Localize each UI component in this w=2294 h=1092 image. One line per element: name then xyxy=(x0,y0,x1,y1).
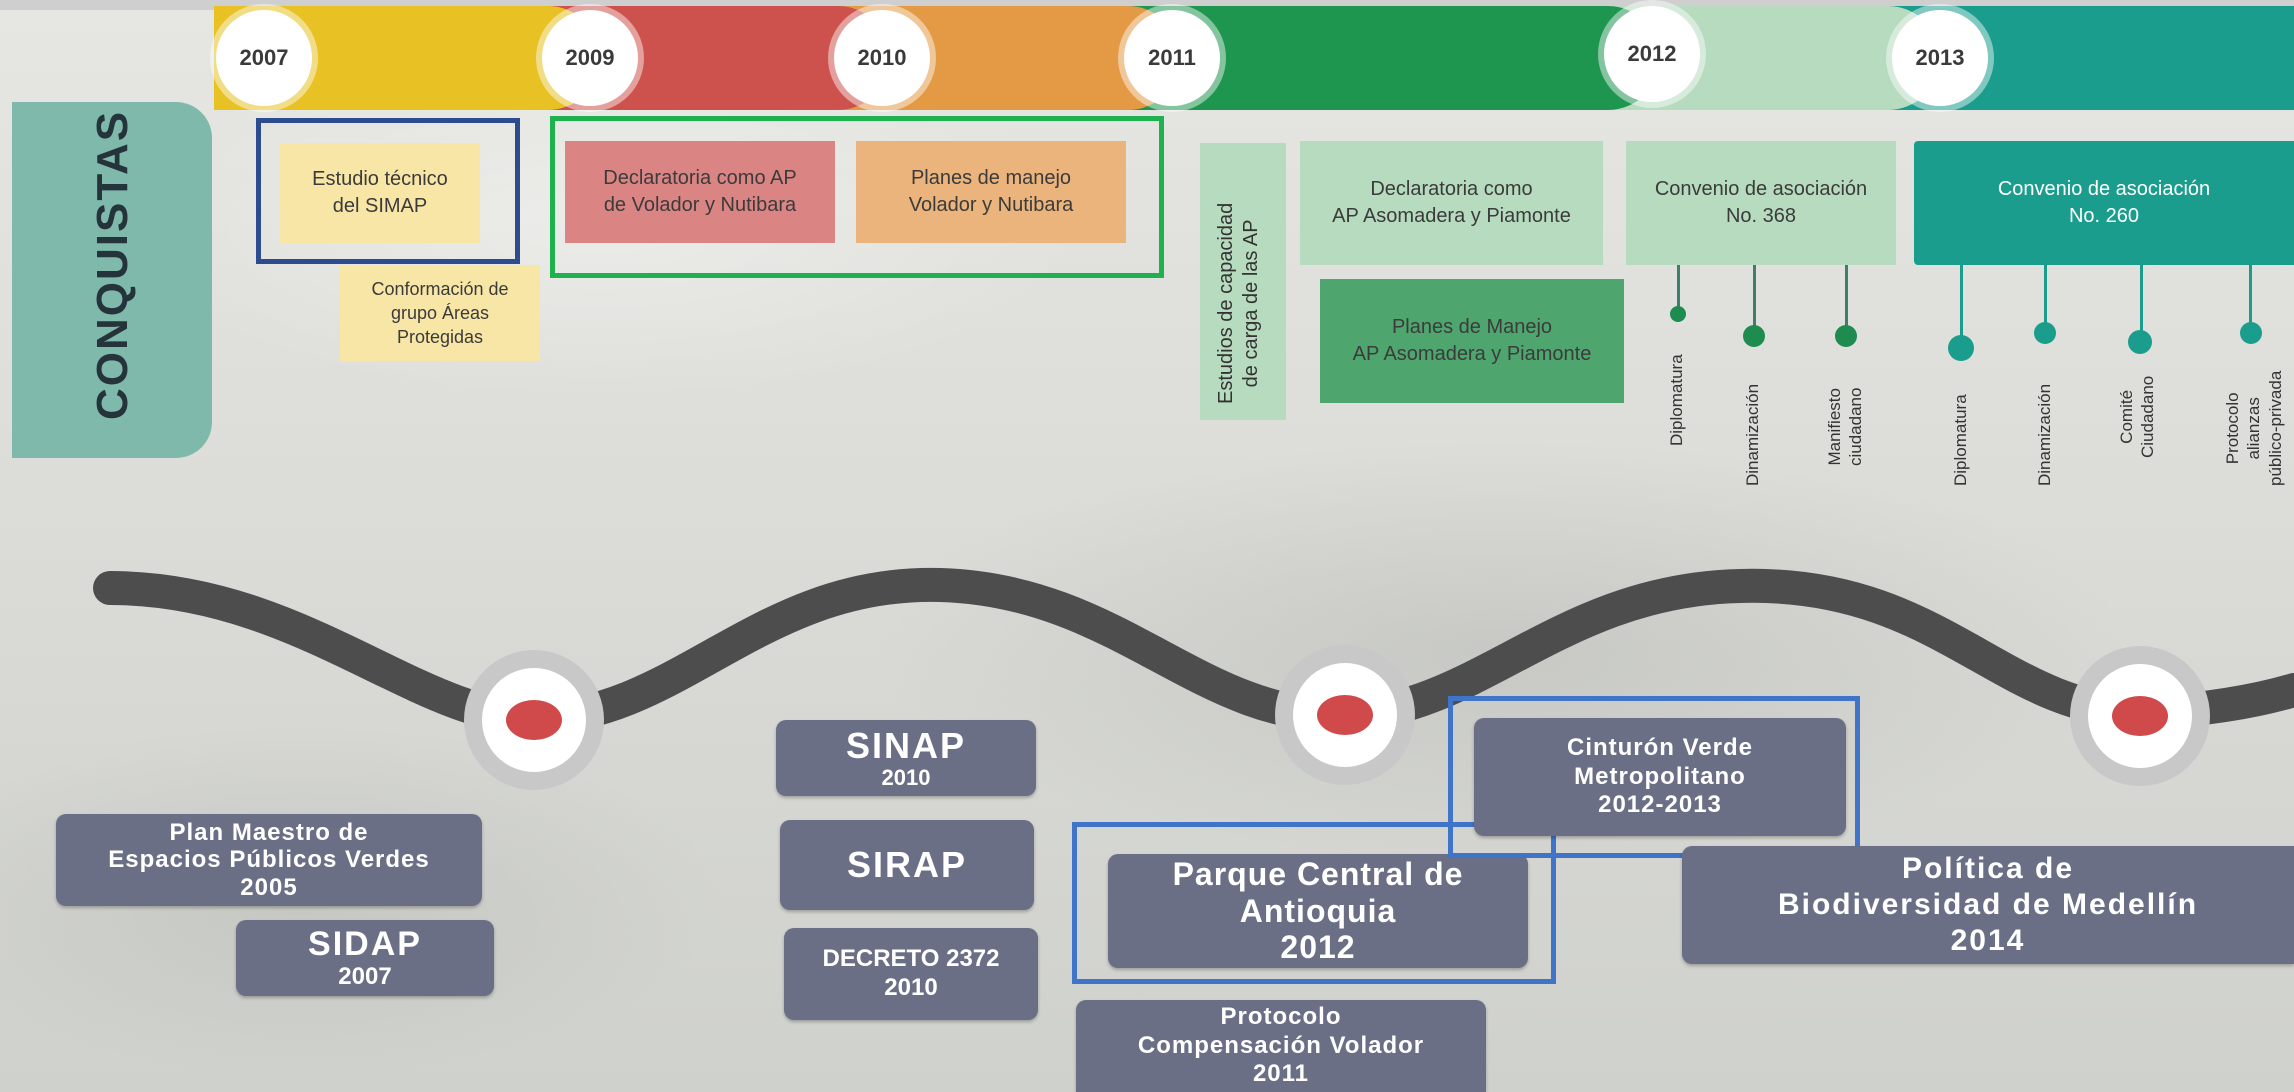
milestone-decreto: DECRETO 2372 2010 xyxy=(784,928,1038,1020)
year-2007: 2007 xyxy=(216,10,312,106)
milestone-sirap: SIRAP xyxy=(780,820,1034,910)
planes-asomadera-box: Planes de Manejo AP Asomadera y Piamonte xyxy=(1320,279,1624,403)
politica-year: 2014 xyxy=(1950,924,2026,957)
sidap-title: SIDAP xyxy=(308,925,422,964)
declaratoria-volador-box: Declaratoria como AP de Volador y Nutibar… xyxy=(565,141,835,243)
milestone-sinap: SINAP 2010 xyxy=(776,720,1036,796)
pin-line-2013-4 xyxy=(2249,265,2252,327)
estudio-line-2: del SIMAP xyxy=(332,195,428,217)
conquistas-tab xyxy=(12,102,212,458)
sinap-title: SINAP xyxy=(845,725,967,767)
pin-dot-2012-2 xyxy=(1743,325,1765,347)
convenio-368-line-2: No. 368 xyxy=(1725,205,1797,227)
conformacion-line-1: Conformación de xyxy=(371,278,509,299)
politica-line-2: Biodiversidad de Medellín xyxy=(1777,888,2199,921)
milestone-cinturon-verde: Cinturón Verde Metropolitano 2012-2013 xyxy=(1474,718,1846,836)
pin-dot-2012-3 xyxy=(1835,325,1857,347)
sidap-year: 2007 xyxy=(338,962,392,990)
pin-line-2012-2 xyxy=(1753,265,1756,331)
pin-dot-2013-4 xyxy=(2240,322,2262,344)
politica-line-1: Política de xyxy=(1901,852,2075,885)
road-marker-2 xyxy=(1275,645,1415,785)
plan-maestro-line-2: Espacios Públicos Verdes xyxy=(108,846,430,874)
planes-2010-line-1: Planes de manejo xyxy=(910,167,1072,189)
pin-dot-2013-1 xyxy=(1948,335,1974,361)
parque-line-1: Parque Central de xyxy=(1172,855,1464,892)
declaratoria-2011-line-1: Declaratoria como xyxy=(1370,178,1533,200)
road-marker-1 xyxy=(464,650,604,790)
pin-line-2013-3 xyxy=(2140,265,2143,335)
milestone-politica-biodiversidad: Política de Biodiversidad de Medellín 20… xyxy=(1682,846,2294,964)
pin-dot-2012-1 xyxy=(1670,306,1686,322)
sinap-year: 2010 xyxy=(881,764,931,790)
convenio-368-line-1: Convenio de asociación xyxy=(1654,178,1868,200)
pin-dot-2013-2 xyxy=(2034,322,2056,344)
cinturon-line-2: Metropolitano xyxy=(1574,762,1746,790)
protocolo-line-2: Compensación Volador xyxy=(1137,1031,1425,1059)
conformacion-line-3: Protegidas xyxy=(396,327,484,348)
protocolo-line-1: Protocolo xyxy=(1220,1002,1342,1030)
year-2009: 2009 xyxy=(542,10,638,106)
pin-line-2013-1 xyxy=(1960,265,1963,341)
conformacion-line-2: grupo Áreas xyxy=(390,302,490,323)
pin-line-2013-2 xyxy=(2044,265,2047,327)
planes-2011-line-2: AP Asomadera y Piamonte xyxy=(1352,343,1592,365)
highlight-frame-cinturon xyxy=(1448,696,1860,858)
plan-maestro-line-1: Plan Maestro de xyxy=(169,818,369,846)
planes-2010-line-2: Volador y Nutibara xyxy=(908,194,1074,216)
planes-2011-line-1: Planes de Manejo xyxy=(1391,316,1553,338)
parque-line-2: Antioquia xyxy=(1239,892,1397,929)
top-band xyxy=(0,0,2294,10)
road-marker-3 xyxy=(2070,646,2210,786)
milestone-protocolo: Protocolo Compensación Volador 2011 xyxy=(1076,1000,1486,1092)
declaratoria-2009-line-1: Declaratoria como AP xyxy=(603,167,797,189)
pin-line-2012-3 xyxy=(1845,265,1848,331)
highlight-frame-2009-2010 xyxy=(550,116,1164,278)
cinturon-year: 2012-2013 xyxy=(1598,791,1722,819)
convenio-260-line-2: No. 260 xyxy=(2068,205,2140,227)
declaratoria-asomadera-box: Declaratoria como AP Asomadera y Piamonte xyxy=(1300,141,1603,265)
pin-line-2012-1 xyxy=(1677,265,1680,313)
sirap-title: SIRAP xyxy=(846,844,968,885)
year-2012: 2012 xyxy=(1604,6,1700,102)
year-2010: 2010 xyxy=(834,10,930,106)
cinturon-line-1: Cinturón Verde xyxy=(1566,733,1754,761)
parque-year: 2012 xyxy=(1280,929,1356,966)
estudio-tecnico-box: Estudio técnico del SIMAP xyxy=(280,143,480,243)
estudios-capacidad-box xyxy=(1200,143,1286,420)
year-2011: 2011 xyxy=(1124,10,1220,106)
convenio-260-line-1: Convenio de asociación xyxy=(1997,178,2211,200)
milestone-parque-central: Parque Central de Antioquia 2012 xyxy=(1108,854,1528,968)
decreto-year: 2010 xyxy=(884,974,938,1001)
declaratoria-2011-line-2: AP Asomadera y Piamonte xyxy=(1332,205,1571,227)
milestone-plan-maestro: Plan Maestro de Espacios Públicos Verdes… xyxy=(56,814,482,906)
protocolo-year: 2011 xyxy=(1252,1060,1310,1088)
milestone-sidap: SIDAP 2007 xyxy=(236,920,494,996)
estudio-line-1: Estudio técnico xyxy=(312,168,448,190)
road-line xyxy=(93,567,2294,736)
highlight-frame-estudio xyxy=(256,118,520,264)
pin-dot-2013-3 xyxy=(2128,330,2152,354)
decreto-title: DECRETO 2372 xyxy=(822,945,1000,973)
declaratoria-2009-line-2: de Volador y Nutibara xyxy=(603,194,797,216)
highlight-frame-parque xyxy=(1072,822,1556,984)
plan-maestro-year: 2005 xyxy=(240,873,298,901)
year-2013: 2013 xyxy=(1892,10,1988,106)
